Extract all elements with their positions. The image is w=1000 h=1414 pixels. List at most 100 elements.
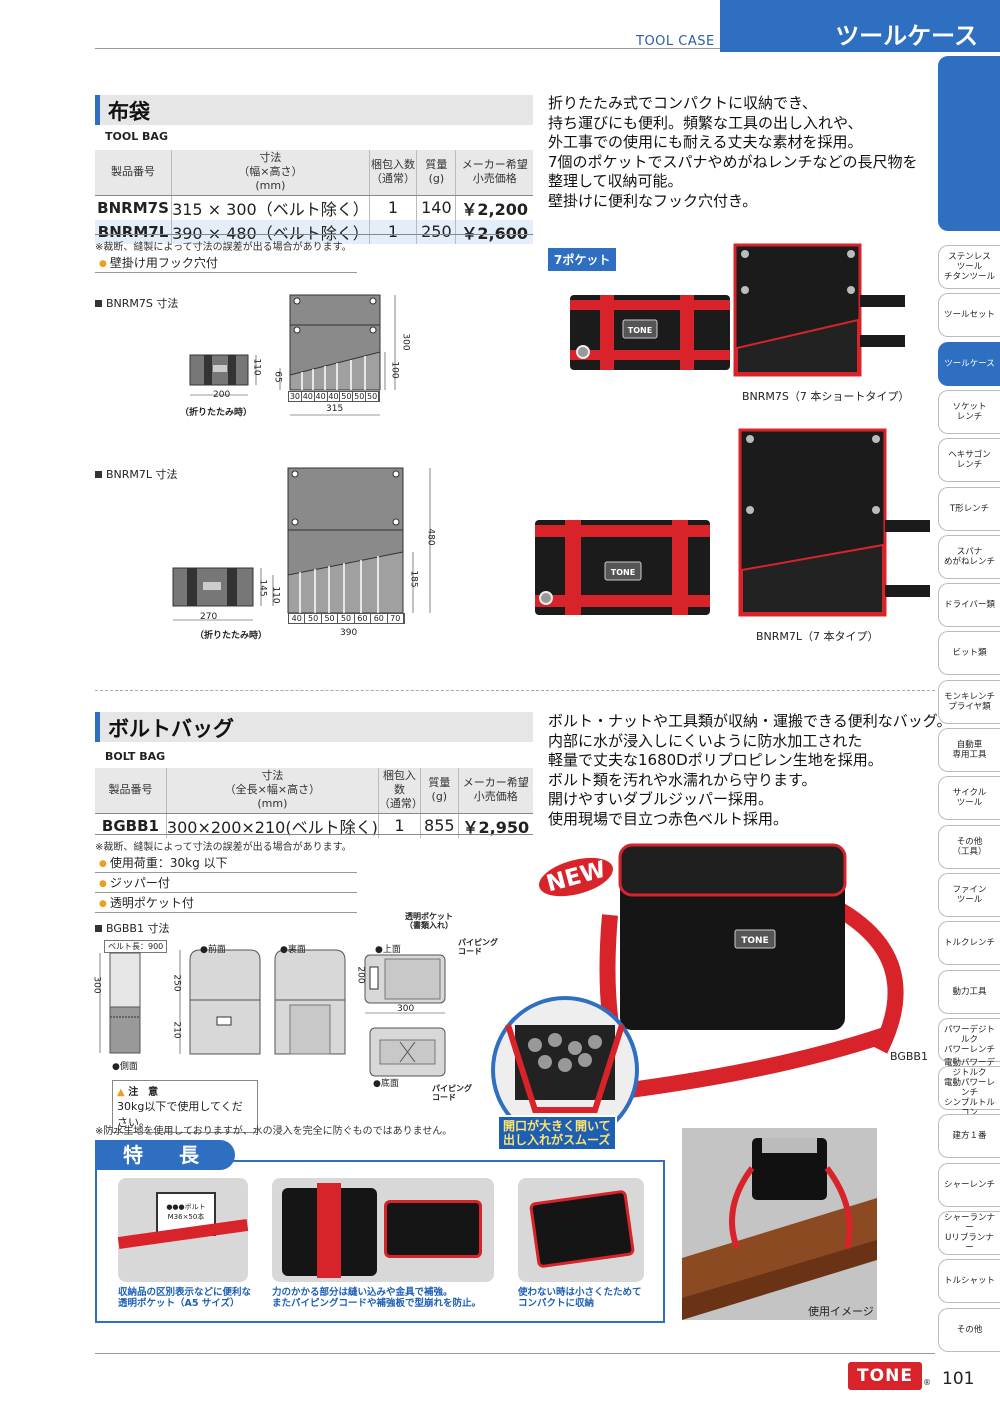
dim-b-w: 300 (397, 1004, 415, 1014)
features-title: 特 長 (95, 1140, 235, 1170)
feature-strap (317, 1183, 341, 1278)
bgbb1-caption: BGBB1 (890, 1050, 928, 1063)
features-box (95, 1160, 665, 1323)
side-tab[interactable]: その他 （工具） (938, 824, 1000, 869)
side-tab[interactable]: モンキレンチ プライヤ類 (938, 679, 1000, 724)
bolt-bag-heading: ボルトバッグ (95, 712, 533, 742)
dim-b-pocket: 透明ポケット （書類入れ） (405, 912, 453, 930)
bolt-bag-note: ※裁断、縫製によって寸法の誤差が出る場合があります。 (95, 842, 352, 853)
desc-line: 外工事での使用にも耐える丈夫な素材を採用。 (548, 133, 863, 151)
bolt-bag-en: BOLT BAG (105, 750, 166, 763)
pocket-width: 50 (322, 614, 339, 623)
product-size: 315 × 300（ベルト除く） (171, 195, 370, 220)
side-tab[interactable]: その他 (938, 1307, 1000, 1352)
dim-s-drawing (189, 294, 396, 416)
header-en-title: TOOL CASE (636, 34, 715, 49)
product-code: BGBB1 (101, 816, 159, 835)
dim-b-back: ●裏面 (280, 945, 306, 955)
product-size: 390 × 480（ベルト除く） (171, 219, 370, 244)
side-tab[interactable]: サイクル ツール (938, 776, 1000, 821)
dim-b-front: ●前面 (200, 945, 226, 955)
side-tab[interactable]: スパナ めがねレンチ (938, 534, 1000, 579)
side-tab[interactable]: ステンレス ツール チタンツール (938, 245, 1000, 289)
col-header: 梱包入数 （通常） (368, 150, 417, 196)
feature-image-reinforce (272, 1178, 494, 1282)
usage-photo (682, 1128, 877, 1320)
pocket-width: 60 (371, 614, 388, 623)
dim-b-side: ●側面 (112, 1062, 138, 1072)
product-mass: 140 (416, 195, 456, 220)
feature-caption: 使わない時は小さくたためて コンパクトに収納 (518, 1287, 642, 1309)
side-tab[interactable]: ツールケース (938, 341, 1000, 386)
pocket-width: 60 (355, 614, 372, 623)
feature-caption: 力のかかる部分は縫い込みや金具で補強。 またパイピングコードや補強板で型崩れを防… (272, 1287, 482, 1309)
side-tab[interactable]: パワーデジトルク パワーレンチ (938, 1017, 1000, 1062)
square-bullet-icon (95, 300, 102, 307)
table-row: BNRM7L 390 × 480（ベルト除く） 1 250 ￥2,600 (95, 219, 533, 244)
dim-s-band-h: 65 (272, 371, 283, 383)
bnrm7l-photo: TONE (535, 428, 930, 617)
col-header: 製品番号 (95, 150, 172, 196)
side-tab[interactable]: 建方１番 (938, 1114, 1000, 1159)
side-tab[interactable]: トルクレンチ (938, 921, 1000, 966)
side-tab[interactable]: ヘキサゴン レンチ (938, 438, 1000, 483)
desc-line: ボルト類を汚れや水濡れから守ります。 (548, 770, 817, 789)
svg-text:TONE: TONE (628, 326, 652, 335)
caution-box: ▲ 注 意 30kg以下で使用してください。 (112, 1080, 258, 1133)
warning-icon: ▲ (117, 1087, 125, 1098)
tool-bag-bullet: 壁掛け用フック穴付 (95, 254, 357, 273)
side-tab[interactable]: ファイン ツール (938, 872, 1000, 917)
side-tab[interactable]: ビット類 (938, 631, 1000, 676)
side-tab[interactable]: 動力工具 (938, 969, 1000, 1014)
side-tab[interactable]: ツールセット (938, 293, 1000, 338)
tool-bag-en: TOOL BAG (105, 130, 168, 143)
footer-rule (95, 1353, 935, 1354)
tool-bag-spec-table: 製品番号 寸法 （幅×高さ） (mm) 梱包入数 （通常） 質量 (g) メーカ… (95, 150, 533, 244)
feature-image-pocket: ●●●ボルト M36×50本 (117, 1178, 249, 1282)
col-header: 寸法 （全長×幅×高さ） (mm) (165, 768, 379, 814)
side-tab[interactable]: ドライバー類 (938, 583, 1000, 628)
tone-logo: TONE (848, 1362, 922, 1390)
opening-callout: 開口が大きく開いて 出し入れがスムーズ (497, 1115, 617, 1151)
tool-bag-note: ※裁断、縫製によって寸法の誤差が出る場合があります。 (95, 242, 352, 253)
desc-line: 持ち運びにも便利。頻繁な工具の出し入れや、 (548, 113, 863, 132)
side-tab[interactable]: シャーランナー Uリブランナー (938, 1211, 1000, 1255)
desc-line: 使用現場で目立つ赤色ベルト採用。 (548, 809, 789, 828)
side-tab[interactable]: 自動車 専用工具 (938, 728, 1000, 772)
dim-b-piping2: パイピング コード (432, 1084, 472, 1102)
desc-line: 壁掛けに便利なフック穴付き。 (548, 191, 758, 210)
dim-b-d: 200 (355, 966, 366, 984)
col-header: 寸法 （幅×高さ） (mm) (171, 150, 370, 196)
dim-s-fold-caption: （折りたたみ時） (180, 408, 253, 418)
side-tab[interactable]: T形レンチ (938, 486, 1000, 531)
table-bottom-rule (95, 834, 533, 835)
table-bottom-rule (95, 234, 533, 235)
bolt-bag-description: ボルト・ナットや工具類が収納・運搬できる便利なバッグ。 内部に水が浸入しにくいよ… (548, 712, 952, 829)
desc-line: 内部に水が浸入しにくいように防水加工された (548, 731, 863, 750)
caution-text: 30kg以下で使用してください。 (117, 1100, 243, 1129)
col-header: 梱包入数 （通常） (377, 768, 423, 814)
pocket-width: 50 (354, 392, 367, 401)
usage-caption: 使用イメージ (808, 1305, 874, 1318)
side-tab[interactable]: シャーレンチ (938, 1162, 1000, 1207)
dim-s-fold-h: 110 (251, 358, 262, 376)
dim-b-piping: パイピング コード (458, 938, 498, 956)
tool-bag-description: 折りたたみ式でコンパクトに収納でき、 持ち運びにも便利。頻繁な工具の出し入れや、… (548, 94, 918, 211)
side-tab[interactable]: トルシャット (938, 1259, 1000, 1304)
bolt-bag-bullet: 使用荷重：30kg 以下 (95, 854, 357, 873)
side-tab[interactable]: 電動パワーデジトルク 電動パワーレンチ シンプルトルコン (938, 1058, 1000, 1118)
product-price: ￥2,600 (455, 219, 533, 244)
dim-s-fold-w: 200 (213, 390, 231, 400)
feature-image-fold (518, 1178, 644, 1282)
tool-bag-title: 布袋 (108, 100, 150, 124)
side-tab[interactable]: ソケット レンチ (938, 389, 1000, 434)
product-qty: 1 (377, 813, 421, 838)
product-price: ￥2,950 (457, 813, 533, 838)
dim-b-h3: 210 (171, 1021, 182, 1039)
bnrm7s-caption: BNRM7S（7 本ショートタイプ） (742, 390, 910, 403)
dim-l-h: 480 (425, 528, 436, 546)
dim-b-bottom: ●底面 (373, 1079, 399, 1089)
product-mass: 855 (420, 813, 459, 838)
table-header-row: 製品番号 寸法 （全長×幅×高さ） (mm) 梱包入数 （通常） 質量 (g) … (95, 768, 533, 814)
